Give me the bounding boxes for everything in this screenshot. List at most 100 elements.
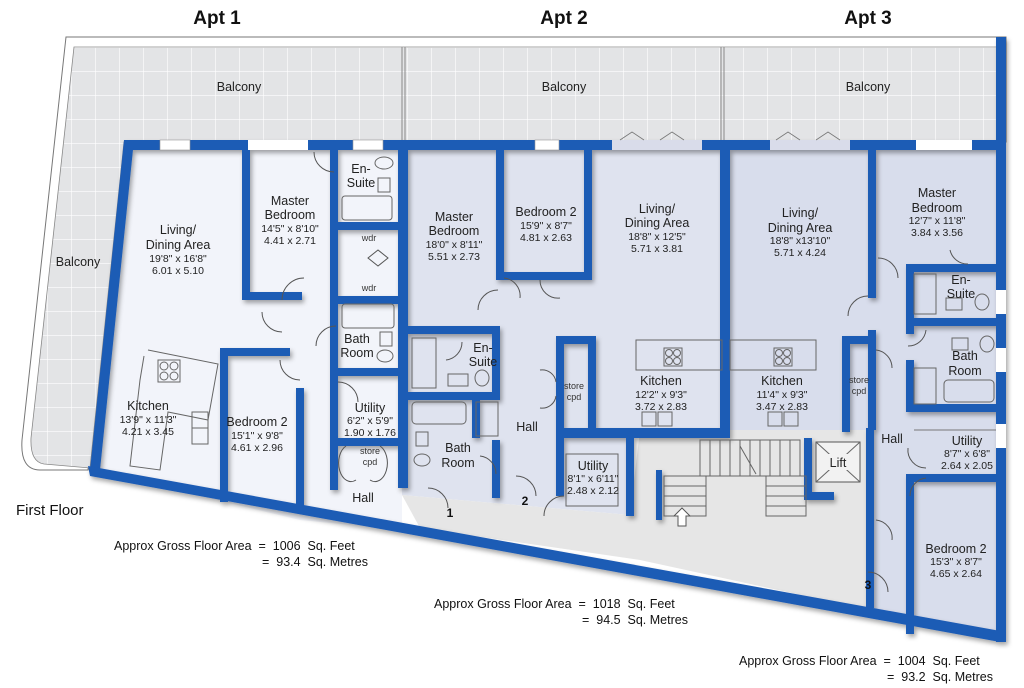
svg-text:4.21 x 3.45: 4.21 x 3.45 xyxy=(122,426,174,438)
windows xyxy=(159,131,1006,448)
svg-text:= 93.2 Sq. Metres: = 93.2 Sq. Metres xyxy=(887,670,993,684)
svg-text:12'7" x 11'8": 12'7" x 11'8" xyxy=(909,215,966,227)
svg-text:13'9" x 11'3": 13'9" x 11'3" xyxy=(120,414,177,426)
svg-text:cpd: cpd xyxy=(852,386,867,396)
svg-text:8'1" x 6'11": 8'1" x 6'11" xyxy=(568,473,619,485)
apt3-living-dining: Living/ Dining Area 18'8" x13'10" 5.71 x… xyxy=(768,206,833,259)
apt3-utility: Utility 8'7" x 6'8" 2.64 x 2.05 xyxy=(941,434,993,472)
apartment-2-floor xyxy=(402,148,724,515)
svg-text:Dining Area: Dining Area xyxy=(768,221,833,235)
apt1-wardrobe: wdr xyxy=(361,233,377,243)
svg-text:Utility: Utility xyxy=(578,459,609,473)
lift xyxy=(815,441,861,483)
svg-text:Dining Area: Dining Area xyxy=(625,216,690,230)
svg-text:Bath: Bath xyxy=(952,349,978,363)
svg-text:Room: Room xyxy=(948,364,981,378)
svg-text:Room: Room xyxy=(441,456,474,470)
svg-text:En-: En- xyxy=(951,273,970,287)
svg-text:Master: Master xyxy=(271,194,309,208)
svg-text:11'4" x 9'3": 11'4" x 9'3" xyxy=(757,389,808,401)
svg-text:18'8" x 12'5": 18'8" x 12'5" xyxy=(628,231,686,243)
svg-text:store: store xyxy=(849,375,869,385)
svg-text:Approx Gross Floor Area = 10: Approx Gross Floor Area = 1004 Sq. Feet xyxy=(739,654,980,668)
apt1-en-suite: En- Suite xyxy=(347,162,376,190)
svg-text:4.61 x 2.96: 4.61 x 2.96 xyxy=(231,442,283,454)
apt3-floor-area: Approx Gross Floor Area = 1004 Sq. Feet … xyxy=(739,654,993,684)
common-landing xyxy=(402,430,870,610)
svg-text:Utility: Utility xyxy=(355,401,386,415)
apt2-hall: Hall xyxy=(516,420,538,434)
svg-text:Kitchen: Kitchen xyxy=(761,374,803,388)
apt3-kitchen: Kitchen 11'4" x 9'3" 3.47 x 2.83 xyxy=(756,374,808,413)
svg-text:Master: Master xyxy=(918,186,956,200)
apt1-entrance-number: 1 xyxy=(447,506,454,520)
svg-text:store: store xyxy=(360,446,380,456)
staircase xyxy=(663,439,807,527)
svg-text:Suite: Suite xyxy=(947,287,976,301)
svg-text:Room: Room xyxy=(340,346,373,360)
apt2-bathroom: Bath Room xyxy=(441,441,474,470)
svg-text:cpd: cpd xyxy=(363,457,378,467)
apt1-kitchen: Kitchen 13'9" x 11'3" 4.21 x 3.45 xyxy=(120,399,177,438)
svg-text:Living/: Living/ xyxy=(160,223,197,237)
svg-text:Bedroom 2: Bedroom 2 xyxy=(925,542,986,556)
svg-text:12'2" x 9'3": 12'2" x 9'3" xyxy=(635,389,687,401)
svg-text:5.51 x 2.73: 5.51 x 2.73 xyxy=(428,251,480,263)
svg-text:En-: En- xyxy=(351,162,370,176)
apt3-entrance-number: 3 xyxy=(865,578,872,592)
lift-label: Lift xyxy=(830,456,847,470)
balcony-label: Balcony xyxy=(217,80,262,94)
svg-text:15'9" x 8'7": 15'9" x 8'7" xyxy=(520,220,572,232)
apt1-bedroom-2: Bedroom 2 15'1" x 9'8" 4.61 x 2.96 xyxy=(226,415,287,454)
apt3-hall: Hall xyxy=(881,432,903,446)
svg-text:Utility: Utility xyxy=(952,434,983,448)
balcony-label: Balcony xyxy=(56,255,101,269)
svg-text:Bedroom: Bedroom xyxy=(912,201,963,215)
svg-text:4.81 x 2.63: 4.81 x 2.63 xyxy=(520,232,572,244)
floor-label: First Floor xyxy=(16,502,84,519)
svg-text:Suite: Suite xyxy=(347,176,376,190)
apt1-wardrobe: wdr xyxy=(361,283,377,293)
apt3-en-suite: En- Suite xyxy=(947,273,976,301)
apt1-bathroom: Bath Room xyxy=(340,332,373,360)
svg-text:Kitchen: Kitchen xyxy=(640,374,682,388)
svg-text:= 93.4 Sq. Metres: = 93.4 Sq. Metres xyxy=(262,555,368,569)
svg-text:Bedroom: Bedroom xyxy=(265,208,316,222)
svg-text:Bedroom 2: Bedroom 2 xyxy=(226,415,287,429)
svg-text:Bedroom: Bedroom xyxy=(429,224,480,238)
svg-text:Kitchen: Kitchen xyxy=(127,399,169,413)
svg-text:Dining Area: Dining Area xyxy=(146,238,211,252)
svg-text:3.84 x 3.56: 3.84 x 3.56 xyxy=(911,227,963,239)
svg-text:15'3" x 8'7": 15'3" x 8'7" xyxy=(930,556,982,568)
svg-text:cpd: cpd xyxy=(567,392,582,402)
apartment-1-floor xyxy=(92,148,402,530)
svg-text:3.47 x 2.83: 3.47 x 2.83 xyxy=(756,401,808,413)
svg-text:Living/: Living/ xyxy=(782,206,819,220)
svg-text:1.90 x 1.76: 1.90 x 1.76 xyxy=(344,427,396,439)
svg-text:Bedroom 2: Bedroom 2 xyxy=(515,205,576,219)
up-arrow-icon xyxy=(672,507,692,527)
apt2-living-dining: Living/ Dining Area 18'8" x 12'5" 5.71 x… xyxy=(625,202,690,255)
svg-text:18'0" x 8'11": 18'0" x 8'11" xyxy=(426,239,483,251)
svg-text:6.01 x 5.10: 6.01 x 5.10 xyxy=(152,265,204,277)
svg-text:Living/: Living/ xyxy=(639,202,676,216)
apt1-master-bedroom: Master Bedroom 14'5" x 8'10" 4.41 x 2.71 xyxy=(261,194,319,247)
apt-3-title: Apt 3 xyxy=(844,8,892,29)
svg-text:En-: En- xyxy=(473,341,492,355)
svg-text:Bath: Bath xyxy=(445,441,471,455)
svg-text:6'2" x 5'9": 6'2" x 5'9" xyxy=(347,415,393,427)
apt2-bedroom-2: Bedroom 2 15'9" x 8'7" 4.81 x 2.63 xyxy=(515,205,576,244)
apt-2-title: Apt 2 xyxy=(540,8,588,29)
svg-text:5.71 x 3.81: 5.71 x 3.81 xyxy=(631,243,683,255)
svg-text:18'8" x13'10": 18'8" x13'10" xyxy=(770,235,831,247)
svg-text:= 94.5 Sq. Metres: = 94.5 Sq. Metres xyxy=(582,613,688,627)
apt1-living-dining: Living/ Dining Area 19'8" x 16'8" 6.01 x… xyxy=(146,223,211,277)
svg-text:4.65 x 2.64: 4.65 x 2.64 xyxy=(930,568,982,580)
svg-text:5.71 x 4.24: 5.71 x 4.24 xyxy=(774,247,826,259)
svg-text:15'1" x 9'8": 15'1" x 9'8" xyxy=(231,430,283,442)
apt2-floor-area: Approx Gross Floor Area = 1018 Sq. Feet … xyxy=(434,597,688,627)
apt1-store-cupboard: store cpd xyxy=(360,446,380,467)
svg-text:Master: Master xyxy=(435,210,473,224)
